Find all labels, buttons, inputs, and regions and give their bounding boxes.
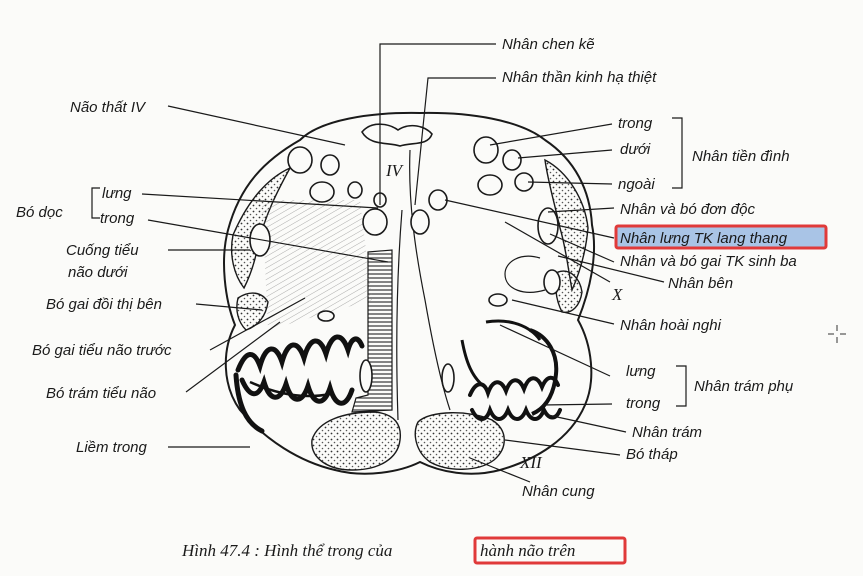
label-liem-trong: Liềm trong [76, 439, 148, 456]
label-nhan-lung-tk: Nhân lưng TK lang thang [620, 230, 788, 247]
leader-nao-that [168, 106, 345, 145]
label-tien-dinh-duoi: dưới [620, 141, 651, 158]
label-bo-doc-trong: trong [100, 210, 135, 227]
right-vestibular-nucleus-upper [474, 137, 498, 163]
label-tram-phu-trong: trong [626, 395, 661, 412]
label-nhan-than-kinh-ha-thiet: Nhân thần kinh hạ thiệt [502, 69, 657, 86]
label-nhan-tien-dinh: Nhân tiền đình [692, 148, 790, 165]
left-vestibular-nucleus-inner [321, 155, 339, 175]
bracket-bo-doc [92, 188, 100, 218]
right-lateral-nucleus [544, 270, 560, 294]
left-vestibular-nucleus-lower [310, 182, 334, 202]
right-vestibular-nucleus-inner [503, 150, 521, 170]
bracket-tram-phu [676, 366, 686, 406]
bracket-tien-dinh [672, 118, 682, 188]
right-spinal-trigeminal [538, 208, 558, 244]
roman-iv: IV [385, 161, 405, 180]
figure-caption-highlight: hành não trên [480, 541, 575, 560]
label-tram-phu-lung: lưng [626, 363, 656, 380]
right-ambiguus-nucleus [489, 294, 507, 306]
label-cuong-tieu-2: não dưới [68, 264, 128, 281]
label-bo-gai-doi-thi: Bó gai đồi thị bên [46, 296, 162, 313]
label-bo-gai-tieu-nao: Bó gai tiểu não trước [32, 342, 172, 359]
left-dorsal-vagal-nucleus [363, 209, 387, 235]
left-lateral-small [318, 311, 334, 321]
label-bo-thap: Bó tháp [626, 446, 678, 463]
label-nhan-ben: Nhân bên [668, 275, 733, 292]
left-vestibular-nucleus-upper [288, 147, 312, 173]
left-solitary-nucleus [348, 182, 362, 198]
roman-x: X [611, 285, 623, 304]
figure-caption-prefix: Hình 47.4 : Hình thể trong của [181, 541, 392, 560]
left-olive-small [360, 360, 372, 392]
roman-xii: XII [519, 453, 543, 472]
label-bo-doc-lung: lưng [102, 185, 132, 202]
label-nhan-tram: Nhân trám [632, 424, 702, 441]
label-nhan-hoai-nghi: Nhân hoài nghi [620, 317, 722, 334]
right-olive-small [442, 364, 454, 392]
label-tien-dinh-ngoai: ngoài [618, 176, 655, 193]
label-tien-dinh-trong: trong [618, 115, 653, 132]
label-bo-doc: Bó dọc [16, 204, 63, 221]
label-nhan-va-bo-gai-tk: Nhân và bó gai TK sinh ba [620, 253, 797, 270]
label-nao-that: Não thất IV [70, 99, 147, 116]
right-vestibular-nucleus-lower [478, 175, 502, 195]
crosshair-cursor-icon [828, 325, 846, 343]
label-nhan-cung: Nhân cung [522, 483, 595, 500]
label-nhan-va-bo-don-doc: Nhân và bó đơn độc [620, 201, 755, 218]
right-hypoglossal-nucleus [411, 210, 429, 234]
right-solitary-nucleus [429, 190, 447, 210]
label-nhan-tram-phu: Nhân trám phụ [694, 378, 794, 395]
label-bo-tram-tieu-nao: Bó trám tiểu não [46, 385, 156, 402]
label-nhan-chen-ke: Nhân chen kẽ [502, 36, 595, 53]
right-pyramid [415, 413, 504, 470]
label-cuong-tieu-1: Cuống tiểu [66, 242, 139, 259]
